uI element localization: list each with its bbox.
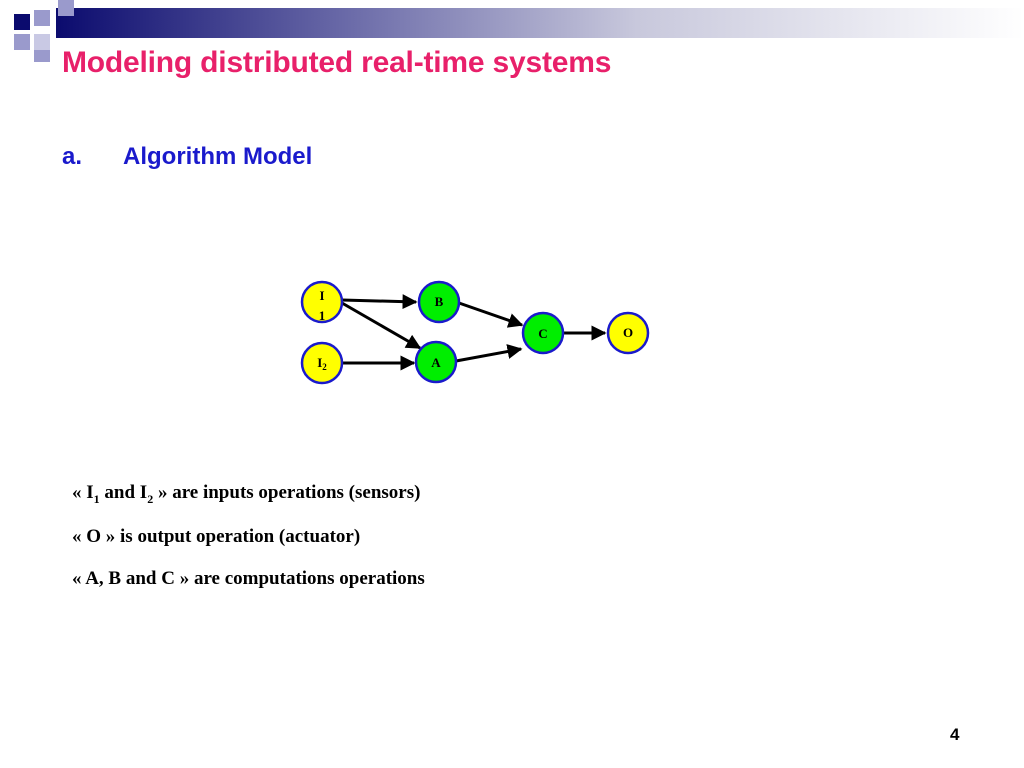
edge-i1-a xyxy=(341,301,422,350)
def-inputs-open: « I xyxy=(72,482,94,503)
deco-square xyxy=(58,0,74,16)
node-o: O xyxy=(606,311,650,355)
node-a-label: A xyxy=(431,355,441,370)
def-inputs-mid: and I xyxy=(99,482,148,503)
node-b-label: B xyxy=(435,294,444,309)
node-i2-circle xyxy=(300,341,344,385)
edge-a-c xyxy=(455,344,523,363)
definition-computations: « A, B and C » are computations operatio… xyxy=(72,567,425,589)
node-c: C xyxy=(521,311,565,355)
node-i1-label: I xyxy=(319,288,324,303)
diagram-edges xyxy=(341,294,607,371)
header-gradient-bar xyxy=(56,8,1024,38)
definition-inputs: « I1 and I2 » are inputs operations (sen… xyxy=(72,482,425,507)
definition-output: « O » is output operation (actuator) xyxy=(72,526,361,548)
def-inputs-sub1: 1 xyxy=(93,491,100,506)
node-c-circle xyxy=(521,311,565,355)
edge-b-c xyxy=(458,301,524,328)
node-i2-subscript: 2 xyxy=(322,362,327,372)
node-i1-circle xyxy=(300,280,344,324)
node-c-label: C xyxy=(538,326,547,341)
node-a-circle xyxy=(414,340,458,384)
node-a: A xyxy=(414,340,458,384)
def-inputs-close: » are inputs operations (sensors) xyxy=(153,482,421,503)
node-o-circle xyxy=(606,311,650,355)
definition-list: « I1 and I2 » are inputs operations (sen… xyxy=(72,482,425,609)
deco-square xyxy=(14,14,30,30)
node-i2-main: I xyxy=(317,355,322,370)
deco-square xyxy=(34,34,50,50)
def-inputs-sub2: 2 xyxy=(147,491,154,506)
node-i1-subscript: 1 xyxy=(319,308,326,323)
node-i2: I2 xyxy=(300,341,344,385)
node-o-label: O xyxy=(623,325,633,340)
edge-i1-b xyxy=(341,294,418,310)
section-title: Algorithm Model xyxy=(123,143,313,170)
node-b: B xyxy=(417,280,461,324)
page-number: 4 xyxy=(950,725,960,744)
slide-title: Modeling distributed real-time systems xyxy=(62,46,612,79)
deco-square xyxy=(14,34,30,50)
node-b-circle xyxy=(417,280,461,324)
deco-square xyxy=(34,50,50,62)
deco-square xyxy=(34,10,50,26)
section-marker: a. xyxy=(62,143,83,170)
corner-squares-decoration xyxy=(14,0,74,62)
node-i1: I 1 xyxy=(300,280,344,324)
node-i2-label: I2 xyxy=(317,355,327,372)
